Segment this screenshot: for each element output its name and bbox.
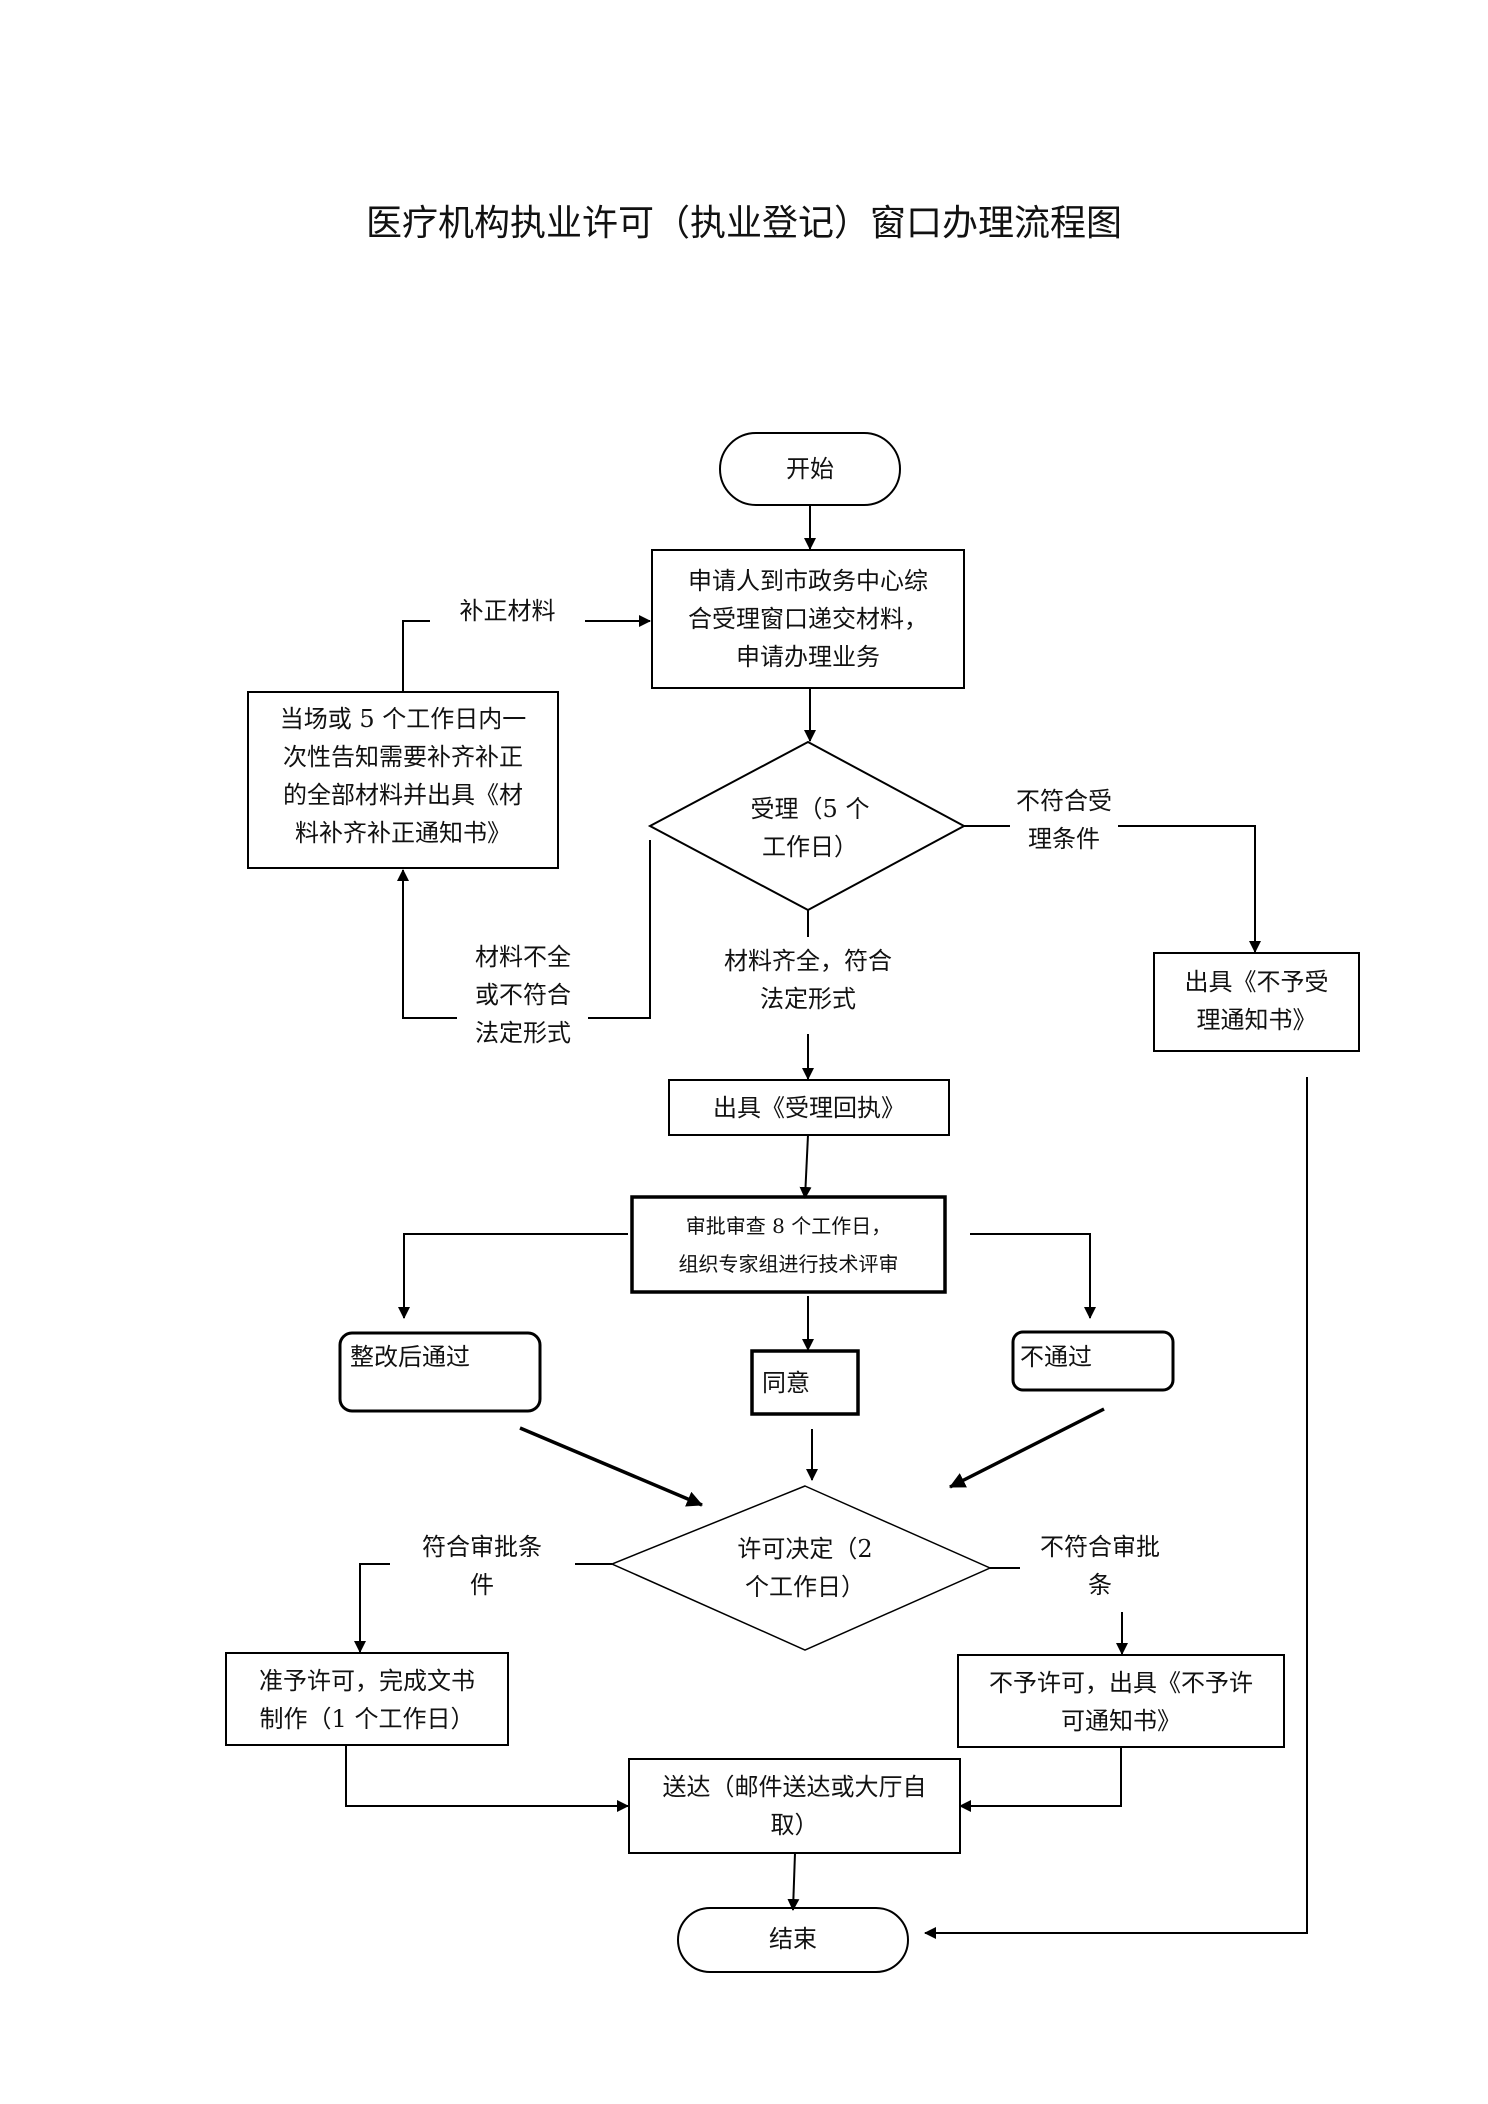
edge-review-fail <box>970 1233 1096 1319</box>
end-terminal <box>677 1907 909 1973</box>
edge-label-incomplete: 材料不全 或不符合 法定形式 <box>475 943 571 1047</box>
edge-fix-license <box>519 1426 703 1507</box>
agree-label: 同意 <box>762 1369 810 1397</box>
accept-decision-label: 受理（5 个 工作日） <box>750 795 870 861</box>
deliver-label: 送达（邮件送达或大厅自 取） <box>662 1773 927 1839</box>
submit-box <box>651 549 965 689</box>
edge-incomplete-b <box>397 869 457 1019</box>
supplement-notice-label: 当场或 5 个工作日内一 次性告知需要补齐补正 的全部材料并出具《材 料补齐补正… <box>279 705 527 847</box>
edge-label-supplement: 补正材料 <box>459 597 556 625</box>
edge-supplement-submit-a <box>402 620 430 692</box>
pass-after-fix-label: 整改后通过 <box>350 1343 470 1371</box>
edge-deny-deliver <box>959 1747 1122 1812</box>
edge-receipt-review <box>799 1134 812 1199</box>
page-title: 医疗机构执业许可（执业登记）窗口办理流程图 <box>365 203 1122 244</box>
agree-box <box>750 1349 860 1416</box>
review-label: 审批审查 8 个工作日， 组织专家组进行技术评审 <box>678 1214 899 1276</box>
edge-not-acceptable-b <box>1118 825 1261 953</box>
start-label: 开始 <box>786 455 834 483</box>
edge-reject-end <box>924 1077 1308 1939</box>
end-label: 结束 <box>769 1925 817 1953</box>
edge-review-fix <box>398 1233 628 1319</box>
deny-label: 不予许可，出具《不予许 可通知书》 <box>989 1669 1253 1735</box>
license-decision-label: 许可决定（2 个工作日） <box>737 1535 873 1601</box>
grant-box <box>225 1652 509 1746</box>
edge-label-complete: 材料齐全，符合 法定形式 <box>724 947 892 1013</box>
edge-label-meets-conditions: 符合审批条 件 <box>422 1533 542 1599</box>
pass-after-fix-box <box>338 1331 542 1413</box>
edge-label-not-meets-conditions: 不符合审批 条 <box>1040 1533 1160 1599</box>
edge-fail-license <box>949 1407 1105 1489</box>
edge-grant-deliver <box>345 1745 629 1812</box>
reject-notice-box <box>1153 952 1360 1052</box>
edge-label-not-acceptable: 不符合受 理条件 <box>1016 787 1112 853</box>
fail-box <box>1011 1330 1175 1392</box>
receipt-box <box>668 1079 950 1136</box>
grant-label: 准予许可，完成文书 制作（1 个工作日） <box>259 1667 475 1733</box>
edge-meets-b <box>354 1563 390 1653</box>
review-box <box>630 1195 947 1294</box>
submit-label: 申请人到市政务中心综 合受理窗口递交材料， 申请办理业务 <box>688 567 928 671</box>
license-diamond <box>610 1485 992 1651</box>
edge-incomplete-a <box>588 840 651 1019</box>
reject-notice-label: 出具《不予受 理通知书》 <box>1184 968 1329 1034</box>
edge-deliver-end <box>787 1852 800 1911</box>
receipt-label: 出具《受理回执》 <box>713 1094 905 1122</box>
fail-label: 不通过 <box>1020 1343 1092 1371</box>
